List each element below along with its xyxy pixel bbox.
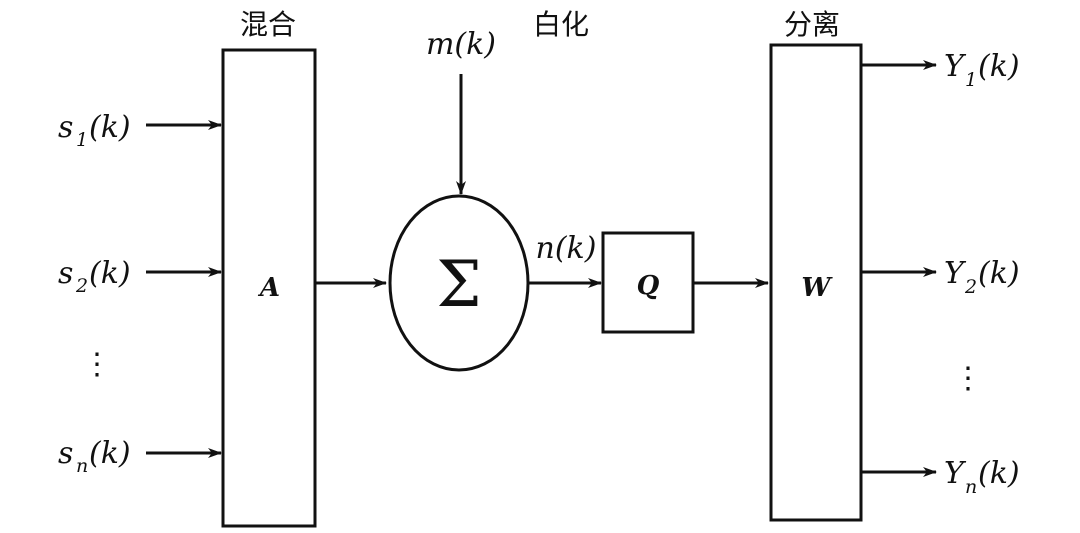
input-s2-sub: 2 [75,275,88,297]
output-yn-base: Y [944,456,967,491]
whitening-block-label: Q [637,271,660,301]
summation-node [388,194,530,372]
output-ellipsis: ⋮ [953,361,983,396]
mixing-label: 混合 [240,8,296,41]
input-s1: s 1 (k) [58,110,222,151]
input-sn-base: s [58,436,73,471]
input-s1-base: s [58,110,73,145]
output-y1-base: Y [944,49,967,84]
input-s2-arg: (k) [89,256,131,291]
input-ellipsis: ⋮ [82,347,112,382]
output-yn: Y n (k) [862,456,1020,498]
input-s1-arg: (k) [89,110,131,145]
noise-signal-label: m(k) [426,27,496,62]
separation-block [769,43,863,522]
whitening-label: 白化 [533,8,589,41]
mixing-block [221,48,317,528]
output-yn-sub: n [965,476,977,498]
output-y2: Y 2 (k) [862,256,1020,298]
input-s2: s 2 (k) [58,256,222,297]
whitening-input-label: n(k) [536,231,597,266]
input-s1-sub: 1 [76,129,88,151]
output-y1: Y 1 (k) [862,49,1020,91]
sigma-icon: Σ [436,248,481,322]
input-sn-arg: (k) [89,436,131,471]
output-yn-arg: (k) [978,456,1020,491]
output-y2-base: Y [944,256,967,291]
whitening-block [601,231,695,334]
output-y1-sub: 1 [965,69,977,91]
input-sn: s n (k) [58,436,222,477]
input-s2-base: s [58,256,73,291]
input-sn-sub: n [76,455,88,477]
separation-block-label: W [801,273,833,303]
separation-label: 分离 [784,8,840,41]
output-y2-sub: 2 [964,276,977,298]
mixing-block-label: A [257,273,280,303]
output-y1-arg: (k) [978,49,1020,84]
output-y2-arg: (k) [978,256,1020,291]
